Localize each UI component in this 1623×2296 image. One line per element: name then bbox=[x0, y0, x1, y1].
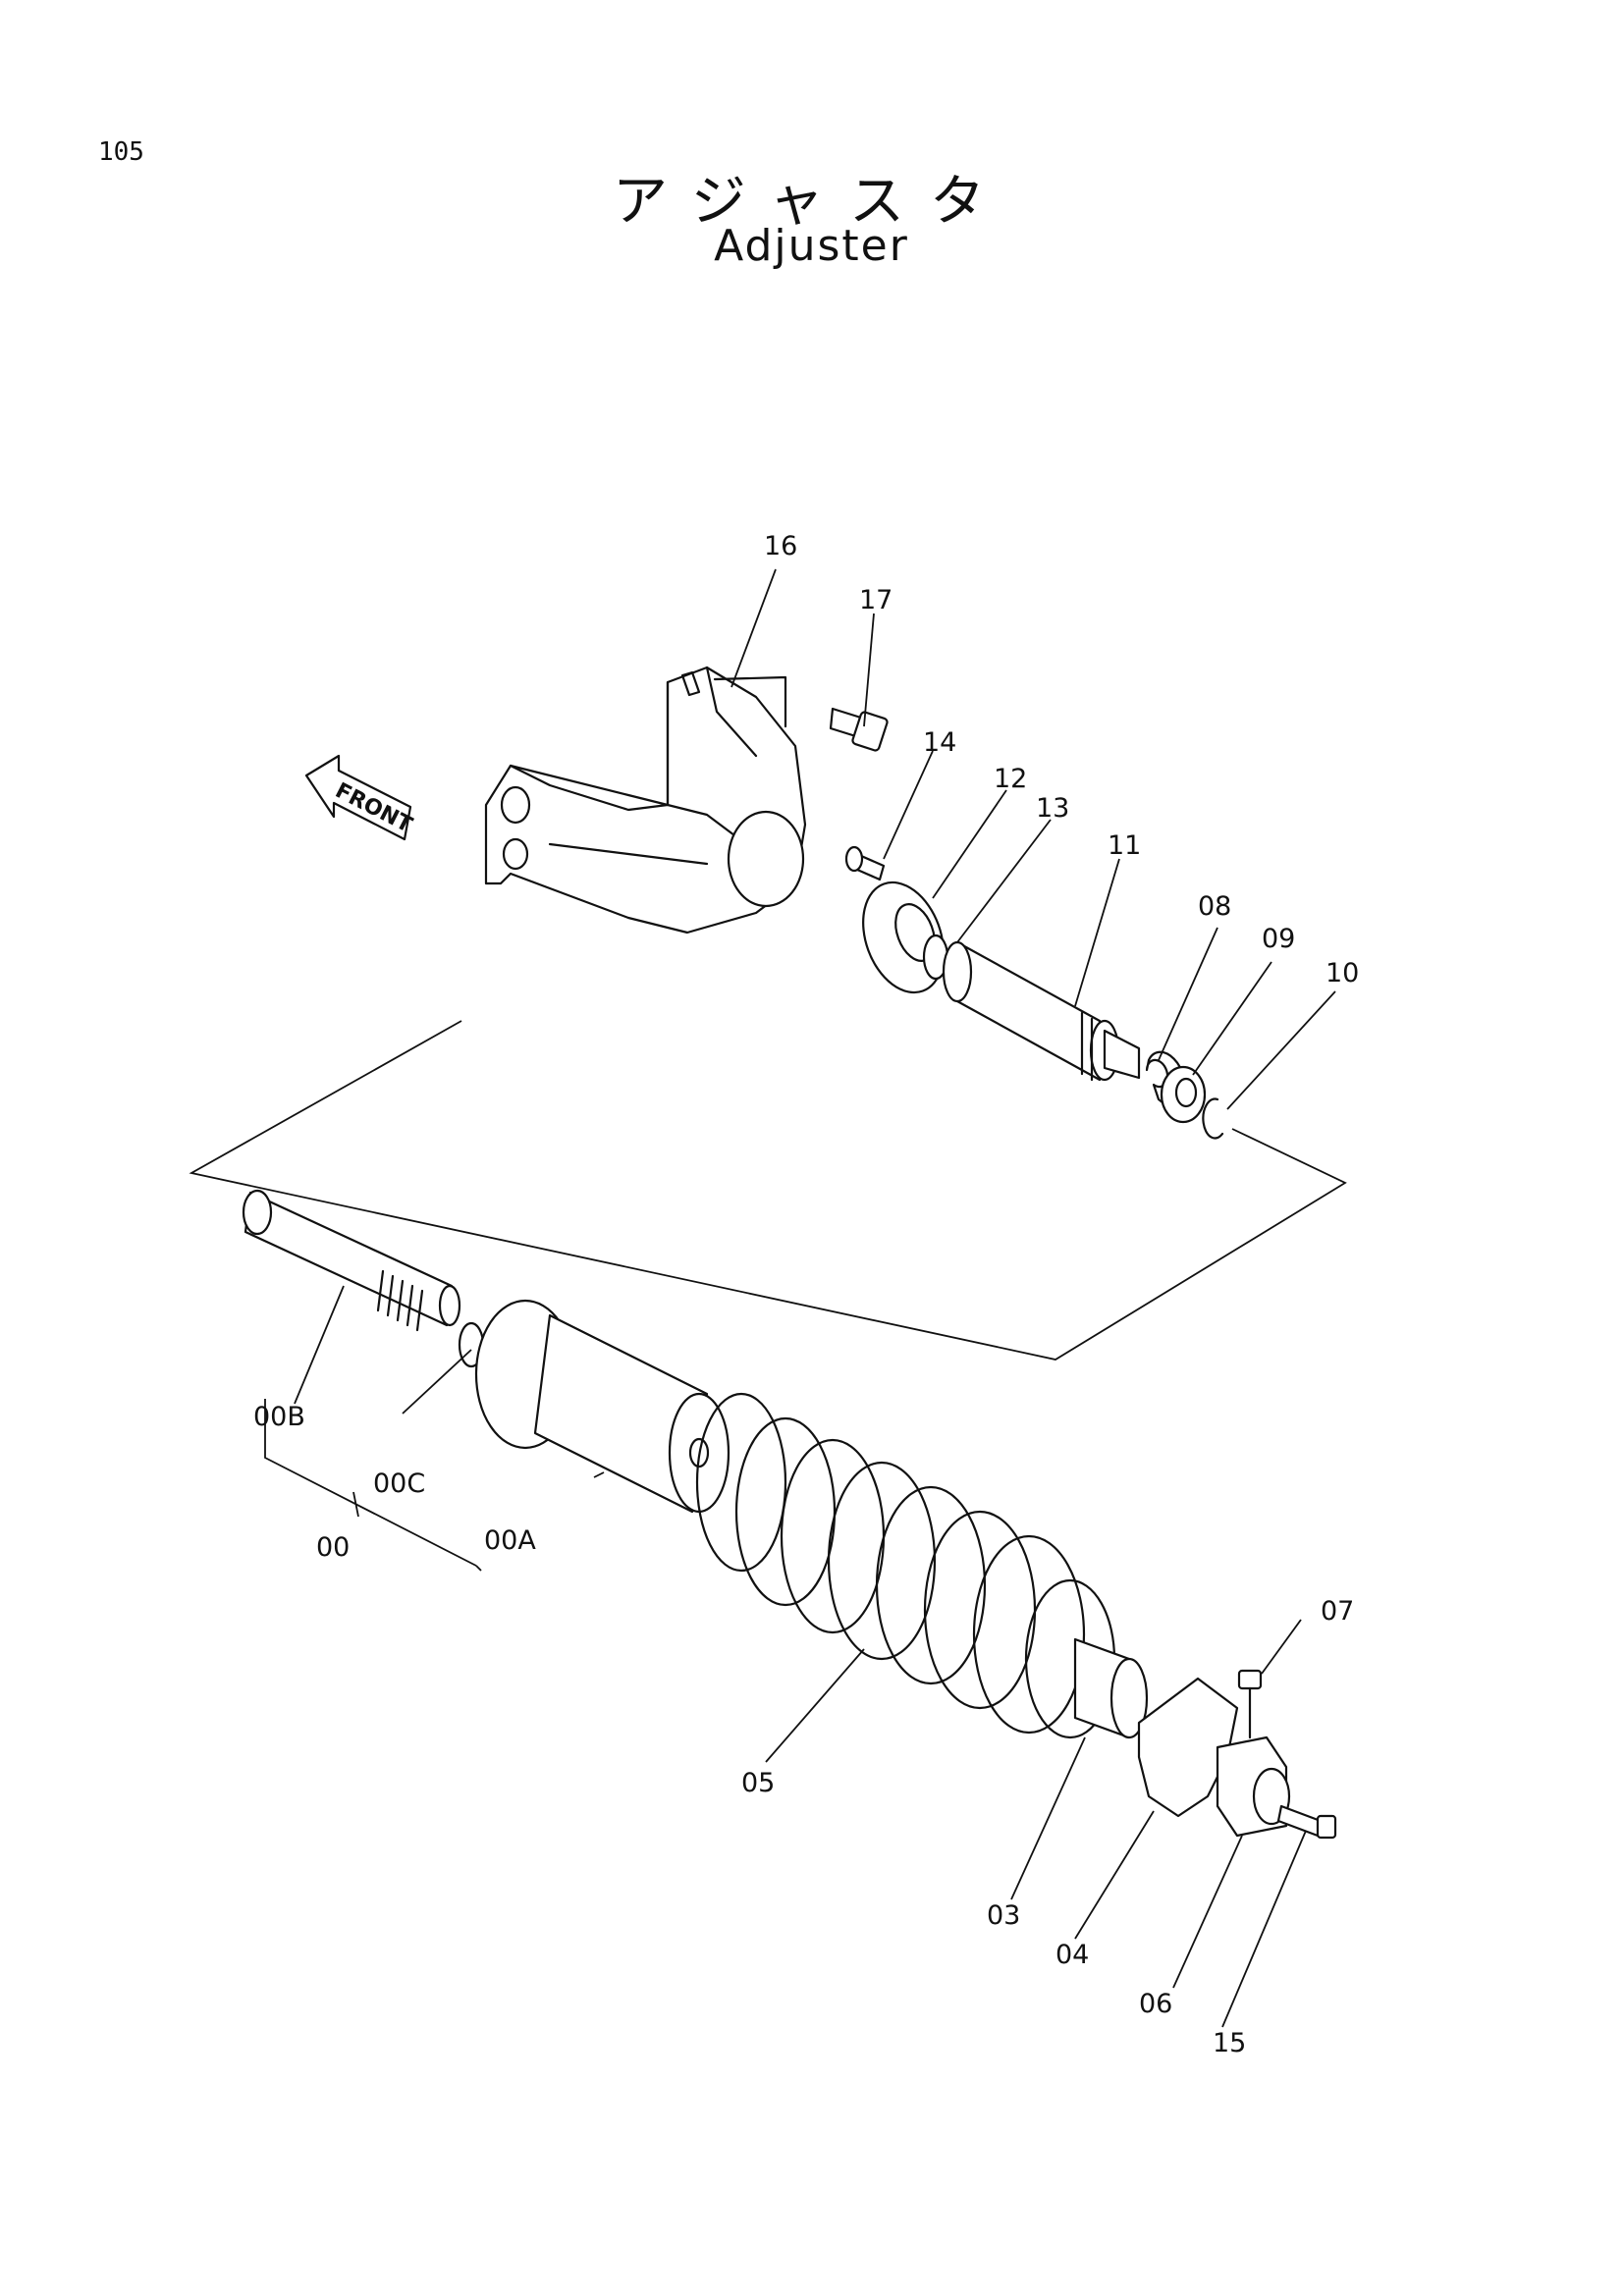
part-10-snap-ring bbox=[1202, 1097, 1224, 1140]
callout-00: 00 bbox=[316, 1532, 350, 1563]
callout-03: 03 bbox=[987, 1900, 1020, 1931]
part-07-bolt bbox=[1237, 1669, 1263, 1739]
assembly-outline bbox=[189, 1020, 1347, 1361]
front-arrow-icon: FRONT bbox=[304, 754, 416, 841]
callout-15: 15 bbox=[1213, 2028, 1246, 2058]
callout-07: 07 bbox=[1321, 1596, 1354, 1627]
part-04-plate bbox=[1137, 1677, 1239, 1818]
callout-17: 17 bbox=[859, 585, 893, 615]
part-00a-cylinder bbox=[474, 1299, 730, 1514]
callout-00b: 00B bbox=[253, 1402, 305, 1432]
callout-09: 09 bbox=[1262, 924, 1295, 954]
callout-14: 14 bbox=[923, 727, 956, 758]
title-english: Adjuster bbox=[714, 221, 909, 271]
callout-11: 11 bbox=[1108, 830, 1141, 861]
callout-13: 13 bbox=[1036, 793, 1069, 824]
part-17-bolt bbox=[829, 707, 889, 752]
callout-00a: 00A bbox=[484, 1525, 536, 1556]
part-05-spring bbox=[695, 1392, 1116, 1739]
page-number: 105 bbox=[98, 137, 144, 167]
callout-10: 10 bbox=[1325, 958, 1359, 988]
callout-06: 06 bbox=[1139, 1989, 1172, 2019]
part-00b-rod bbox=[242, 1189, 461, 1332]
part-15-fitting bbox=[1276, 1804, 1337, 1840]
callout-08: 08 bbox=[1198, 891, 1231, 922]
callout-05: 05 bbox=[741, 1768, 775, 1798]
part-09-collar bbox=[1160, 1065, 1207, 1124]
callout-00c: 00C bbox=[373, 1468, 425, 1499]
part-06-block bbox=[1216, 1735, 1291, 1838]
part-11-shaft bbox=[942, 940, 1141, 1082]
title-japanese: アジャスタ bbox=[613, 170, 1010, 234]
callout-16: 16 bbox=[764, 531, 797, 561]
callout-04: 04 bbox=[1055, 1940, 1089, 1970]
part-14-bolt bbox=[844, 845, 886, 881]
callout-12: 12 bbox=[994, 764, 1027, 794]
part-16-bracket bbox=[484, 666, 807, 934]
part-03-bushing bbox=[1073, 1637, 1149, 1739]
